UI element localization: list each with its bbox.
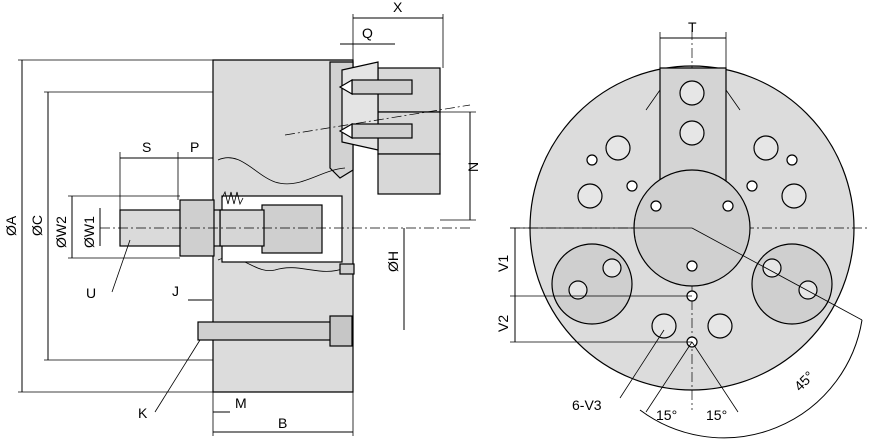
label-T: T [688,19,697,35]
bottom-bolt-head [329,315,353,347]
mount-hole-3 [577,183,603,209]
center-line-jaw [284,104,471,136]
jaw-right-bolt-b [762,258,782,278]
label-V2: V2 [495,315,511,332]
side-view: X Q N S P ØA ØC ØW2 ØW1 U J K M B ØH [3,0,481,436]
front-view: T V1 V2 6-V3 15° 15° 45° [495,19,870,439]
arc-angles [639,319,863,439]
label-J: J [172,283,179,299]
small-hole-3 [626,180,638,192]
ray-left [645,341,693,413]
small-hole-5 [650,200,662,212]
jaw-base [377,153,441,195]
label-U: U [86,285,96,301]
small-hole-4 [746,180,758,192]
small-hole-2 [786,154,798,166]
jaw-left-bolt-b [602,258,622,278]
label-15-right: 15° [706,407,727,423]
jaw-right [751,243,833,325]
spring [221,190,244,206]
ray-right [691,341,739,413]
mount-hole-6 [707,313,733,339]
mount-hole-5 [651,313,677,339]
label-P: P [190,139,199,155]
label-M: M [235,395,247,411]
label-6-V3: 6-V3 [572,397,602,413]
small-screw [339,263,355,275]
jaw-right-bolt-a [798,280,818,300]
top-jaw-step [645,89,741,111]
small-hole-6 [722,200,734,212]
mount-hole-1 [605,135,631,161]
jaw-screw-lower [351,123,413,139]
label-dia-H: ØH [385,251,401,272]
piston [261,204,323,254]
label-45: 45° [791,368,817,394]
label-dia-C: ØC [29,215,45,236]
ray-45 [691,227,863,321]
mount-hole-2 [753,135,779,161]
label-V1: V1 [495,255,511,272]
jaw-bolt-2 [679,120,705,146]
label-K: K [138,405,148,421]
jaw-screw-upper [351,79,413,95]
label-X: X [393,0,403,15]
break-line-upper [217,157,346,185]
leader-K [154,339,201,413]
jaw-left-bolt-a [568,280,588,300]
small-hole-1 [586,154,598,166]
screw-tip-upper [338,78,353,96]
screw-tip-lower [338,122,353,140]
center-hole-1 [686,260,698,272]
label-N: N [465,162,481,172]
jaw-left [551,243,633,325]
mount-hole-4 [781,183,807,209]
leader-U [111,239,131,293]
label-dia-A: ØA [3,215,19,236]
label-dia-W2: ØW2 [53,216,69,248]
label-dia-W1: ØW1 [81,216,97,248]
label-S: S [142,139,151,155]
label-Q: Q [362,25,373,41]
jaw-bolt-1 [679,80,705,106]
label-15-left: 15° [656,407,677,423]
leader-6-V3 [619,329,665,399]
bottom-bolt [197,321,339,341]
label-B: B [278,415,287,431]
